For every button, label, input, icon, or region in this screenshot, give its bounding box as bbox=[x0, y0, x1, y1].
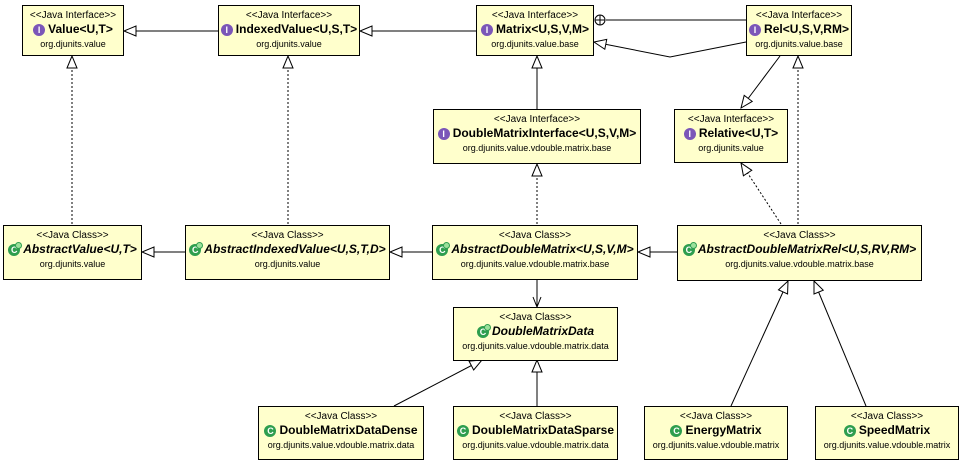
stereotype: <<Java Class>> bbox=[251, 230, 324, 241]
package-name: org.djunits.value.vdouble.matrix bbox=[823, 440, 951, 450]
abstract-class-icon: C bbox=[436, 241, 451, 256]
abstract-class-icon: C bbox=[476, 323, 491, 338]
edge-speed-admr bbox=[814, 281, 867, 407]
class-name: Value<U,T> bbox=[48, 22, 113, 36]
package-name: org.djunits.value.vdouble.matrix.data bbox=[267, 440, 415, 450]
package-name: org.djunits.value.vdouble.matrix.base bbox=[460, 259, 610, 269]
stereotype: <<Java Class>> bbox=[499, 312, 572, 323]
stereotype: <<Java Class>> bbox=[850, 411, 924, 422]
class-name: DoubleMatrixData bbox=[491, 324, 595, 338]
package-name: org.djunits.value.vdouble.matrix bbox=[652, 440, 780, 450]
package-name: org.djunits.value bbox=[40, 39, 106, 49]
class-icon: C bbox=[843, 424, 856, 437]
class-name: SpeedMatrix bbox=[858, 423, 931, 437]
stereotype: <<Java Class>> bbox=[498, 230, 572, 241]
class-name: AbstractDoubleMatrixRel<U,S,RV,RM> bbox=[697, 242, 917, 256]
interface-icon: I bbox=[481, 23, 494, 36]
interface-icon: I bbox=[749, 23, 762, 36]
stereotype: <<Java Class>> bbox=[36, 230, 109, 241]
package-name: org.djunits.value.base bbox=[491, 39, 579, 49]
package-name: org.djunits.value.vdouble.matrix.base bbox=[462, 143, 612, 153]
class-icon: C bbox=[264, 424, 277, 437]
class-name: DoubleMatrixInterface<U,S,V,M> bbox=[452, 126, 637, 140]
edge-rel-matrix bbox=[594, 42, 747, 58]
package-name: org.djunits.value bbox=[256, 39, 322, 49]
class-icon: C bbox=[670, 424, 683, 437]
class-name: DoubleMatrixDataSparse bbox=[471, 423, 615, 437]
class-icon: C bbox=[456, 424, 469, 437]
abstract-class-icon: C bbox=[682, 241, 697, 256]
stereotype: <<Java Class>> bbox=[304, 411, 378, 422]
edge-energy-admr bbox=[730, 281, 788, 407]
package-name: org.djunits.value.vdouble.matrix.base bbox=[725, 259, 874, 269]
class-name: IndexedValue<U,S,T> bbox=[235, 22, 358, 36]
stereotype: <<Java Interface>> bbox=[755, 10, 843, 21]
stereotype: <<Java Interface>> bbox=[491, 10, 579, 21]
stereotype: <<Java Interface>> bbox=[29, 10, 117, 21]
class-name: EnergyMatrix bbox=[685, 423, 762, 437]
package-name: org.djunits.value bbox=[698, 143, 764, 153]
edge-dense-dmd bbox=[393, 360, 482, 407]
abstract-class-icon: C bbox=[189, 241, 204, 256]
stereotype: <<Java Interface>> bbox=[687, 114, 775, 125]
stereotype: <<Java Class>> bbox=[679, 411, 753, 422]
class-name: AbstractIndexedValue<U,S,T,D> bbox=[204, 242, 386, 256]
abstract-class-icon: C bbox=[8, 241, 23, 256]
stereotype: <<Java Class>> bbox=[763, 230, 836, 241]
interface-icon: I bbox=[220, 23, 233, 36]
stereotype: <<Java Interface>> bbox=[493, 114, 581, 125]
package-name: org.djunits.value bbox=[39, 259, 106, 269]
stereotype: <<Java Class>> bbox=[499, 411, 572, 422]
edge-admr-relative bbox=[741, 163, 782, 225]
package-name: org.djunits.value.vdouble.matrix.data bbox=[462, 341, 609, 351]
class-name: Rel<U,S,V,RM> bbox=[764, 22, 849, 36]
edge-rel-relative bbox=[741, 55, 781, 108]
class-name: DoubleMatrixDataDense bbox=[279, 423, 418, 437]
package-name: org.djunits.value.base bbox=[755, 39, 843, 49]
interface-icon: I bbox=[683, 127, 696, 140]
class-name: AbstractValue<U,T> bbox=[23, 242, 137, 256]
interface-icon: I bbox=[437, 127, 450, 140]
package-name: org.djunits.value bbox=[254, 259, 321, 269]
class-name: Matrix<U,S,V,M> bbox=[496, 22, 589, 36]
stereotype: <<Java Interface>> bbox=[245, 10, 333, 21]
class-name: AbstractDoubleMatrix<U,S,V,M> bbox=[451, 242, 634, 256]
interface-icon: I bbox=[33, 23, 46, 36]
class-name: Relative<U,T> bbox=[698, 126, 779, 140]
package-name: org.djunits.value.vdouble.matrix.data bbox=[462, 440, 609, 450]
